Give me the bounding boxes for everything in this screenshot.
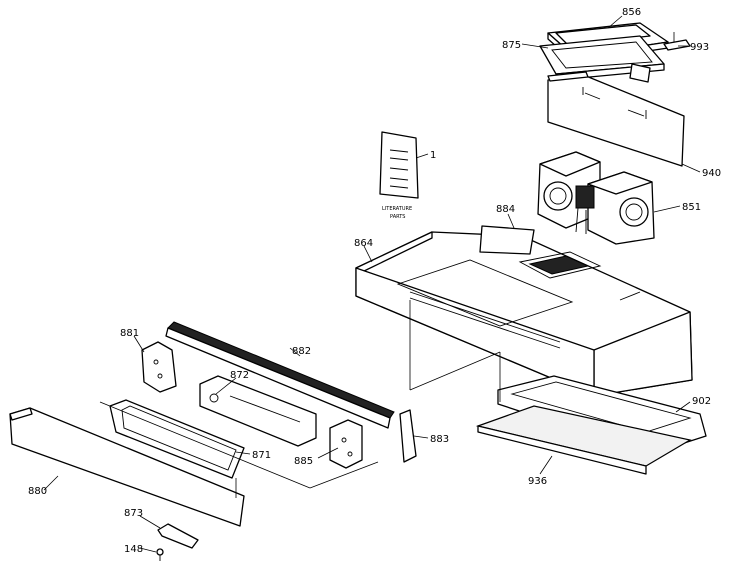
label-875: 875: [502, 40, 521, 51]
label-148: 148: [124, 544, 143, 555]
part-labels: 856 875 993 940 1 851 884 864 881 882 87…: [28, 7, 721, 555]
part-882-rail: [165, 321, 395, 429]
label-880: 880: [28, 486, 47, 497]
leader-lines: [43, 15, 701, 553]
label-873: 873: [124, 508, 143, 519]
part-940-panel: [547, 71, 685, 167]
label-864: 864: [354, 238, 373, 249]
assembly-lines: [99, 300, 501, 498]
part-148-screw: [156, 548, 164, 561]
label-872: 872: [230, 370, 249, 381]
label-882: 882: [292, 346, 311, 357]
literature-caption-line2: PARTS: [390, 214, 405, 220]
part-883-endcap: [399, 409, 417, 463]
label-856: 856: [622, 7, 641, 18]
part-864-housing: [355, 231, 693, 397]
part-936-filter: [475, 405, 692, 475]
part-884-duct: [479, 225, 535, 255]
label-884: 884: [496, 204, 515, 215]
part-881-bracket: [141, 341, 177, 393]
label-936: 936: [528, 476, 547, 487]
label-993: 993: [690, 42, 709, 53]
label-940: 940: [702, 168, 721, 179]
literature-caption-line1: LITERATURE: [382, 206, 412, 212]
label-883: 883: [430, 434, 449, 445]
part-880-front-panel: [9, 407, 245, 527]
label-885: 885: [294, 456, 313, 467]
label-851: 851: [682, 202, 701, 213]
label-902: 902: [692, 396, 711, 407]
part-1-literature: LITERATURE PARTS: [379, 131, 419, 220]
label-1: 1: [430, 150, 436, 161]
part-993-clip: [663, 32, 691, 51]
part-873-knob: [157, 523, 199, 549]
part-851-blower: [537, 151, 655, 245]
label-881: 881: [120, 328, 139, 339]
label-871: 871: [252, 450, 271, 461]
part-885-switch: [329, 419, 363, 469]
part-872-control-panel: [199, 375, 317, 447]
